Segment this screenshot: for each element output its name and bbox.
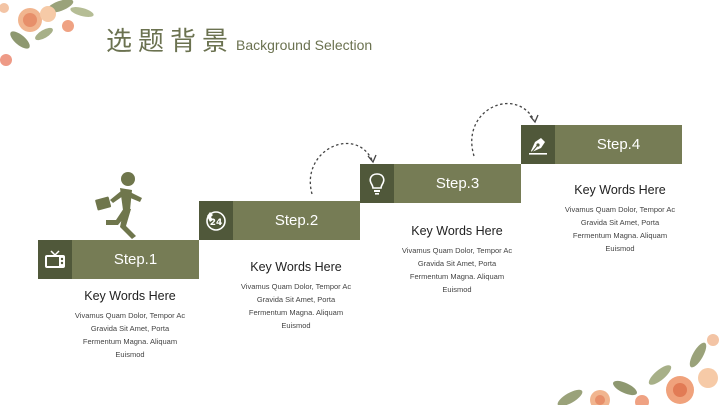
curved-arrow-2-to-3 — [309, 142, 377, 195]
floral-decoration-bottom-right — [557, 334, 719, 405]
floral-decoration-top-left — [0, 0, 94, 66]
step-1-description: Vivamus Quam Dolor, Tempor Ac Gravida Si… — [74, 311, 186, 359]
step-1-content: Key Words Here Vivamus Quam Dolor, Tempo… — [50, 289, 210, 361]
tv-icon — [38, 240, 72, 279]
pen-nib-icon — [521, 125, 555, 164]
step-3-label: Step.3 — [394, 164, 521, 203]
step-4-bar: Step.4 — [521, 125, 682, 164]
step-1-bar: Step.1 — [38, 240, 199, 279]
lightbulb-icon — [360, 164, 394, 203]
step-1-label: Step.1 — [72, 240, 199, 279]
step-2-description: Vivamus Quam Dolor, Tempor Ac Gravida Si… — [240, 282, 352, 330]
step-3-keywords: Key Words Here — [411, 224, 503, 238]
step-3-bar: Step.3 — [360, 164, 521, 203]
step-2-content: Key Words Here Vivamus Quam Dolor, Tempo… — [216, 260, 376, 332]
step-4-keywords: Key Words Here — [574, 183, 666, 197]
step-2-keywords: Key Words Here — [250, 260, 342, 274]
page-title: 选题背景 Background Selection — [106, 26, 372, 58]
step-3-description: Vivamus Quam Dolor, Tempor Ac Gravida Si… — [401, 246, 513, 294]
title-chinese: 选题背景 — [106, 27, 235, 57]
step-4-description: Vivamus Quam Dolor, Tempor Ac Gravida Si… — [564, 205, 676, 253]
step-1-keywords: Key Words Here — [84, 289, 176, 303]
title-english: Background Selection — [236, 37, 373, 53]
step-4-label: Step.4 — [555, 125, 682, 164]
svg-text:24: 24 — [210, 218, 223, 228]
step-3-content: Key Words Here Vivamus Quam Dolor, Tempo… — [377, 224, 537, 296]
step-2-bar: 24 Step.2 — [199, 201, 360, 240]
running-man-icon — [95, 172, 142, 239]
curved-arrow-3-to-4 — [471, 102, 539, 157]
step-4-content: Key Words Here Vivamus Quam Dolor, Tempo… — [540, 183, 700, 255]
step-2-label: Step.2 — [233, 201, 360, 240]
phone-24-icon: 24 — [199, 201, 233, 240]
